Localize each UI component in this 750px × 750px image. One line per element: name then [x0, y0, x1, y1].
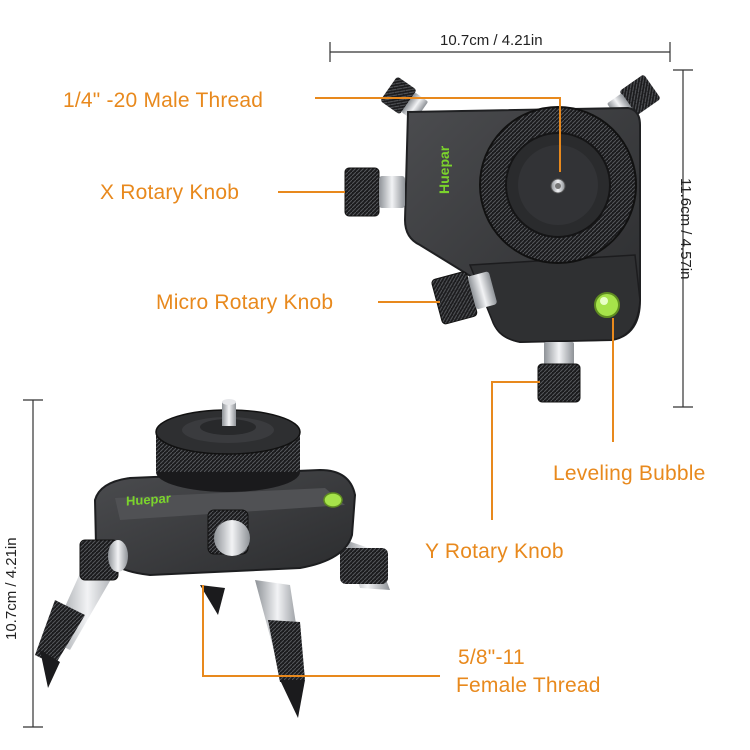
top-width-dimension-line	[329, 42, 671, 62]
top-height-dimension-line	[673, 69, 693, 408]
x-rotary-knob	[344, 167, 405, 217]
tripod-leg-right	[340, 540, 390, 590]
y-rotary-knob	[537, 342, 581, 403]
brand-logo-top: Huepar	[436, 145, 452, 194]
top-height-label: 11.6cm / 4.57in	[677, 178, 694, 280]
brand-logo-bottom: Huepar	[126, 490, 171, 509]
micro-rotary-knob-label: Micro Rotary Knob	[156, 291, 334, 314]
base-leveling-bubble	[323, 492, 343, 508]
tripod-leg-back	[200, 585, 225, 615]
tripod-leg-center	[255, 580, 305, 718]
female-thread-leader	[202, 585, 440, 677]
leveling-bubble-vial	[594, 292, 620, 318]
bottom-view-product	[35, 399, 390, 718]
y-rotary-knob-label: Y Rotary Knob	[425, 540, 564, 563]
male-thread-leader	[315, 97, 561, 172]
y-knob-leader	[491, 381, 540, 520]
base-knurled-disc	[155, 409, 301, 492]
leveling-bubble-label: Leveling Bubble	[553, 462, 706, 485]
bottom-height-dimension-line	[23, 399, 43, 728]
callout-leader-lines	[202, 97, 614, 677]
base-male-thread-stud	[222, 399, 236, 426]
female-thread-label-line2: Female Thread	[456, 674, 601, 697]
top-view-product	[344, 75, 660, 403]
base-left-knob	[79, 539, 128, 581]
bottom-height-label: 10.7cm / 4.21in	[3, 537, 20, 640]
female-thread-label-line1: 5/8"-11	[458, 646, 525, 669]
micro-rotary-knob	[431, 271, 497, 325]
male-thread-label: 1/4" -20 Male Thread	[63, 89, 264, 112]
base-front-knob	[207, 509, 250, 556]
top-width-label: 10.7cm / 4.21in	[440, 32, 543, 49]
x-rotary-knob-label: X Rotary Knob	[100, 181, 240, 204]
